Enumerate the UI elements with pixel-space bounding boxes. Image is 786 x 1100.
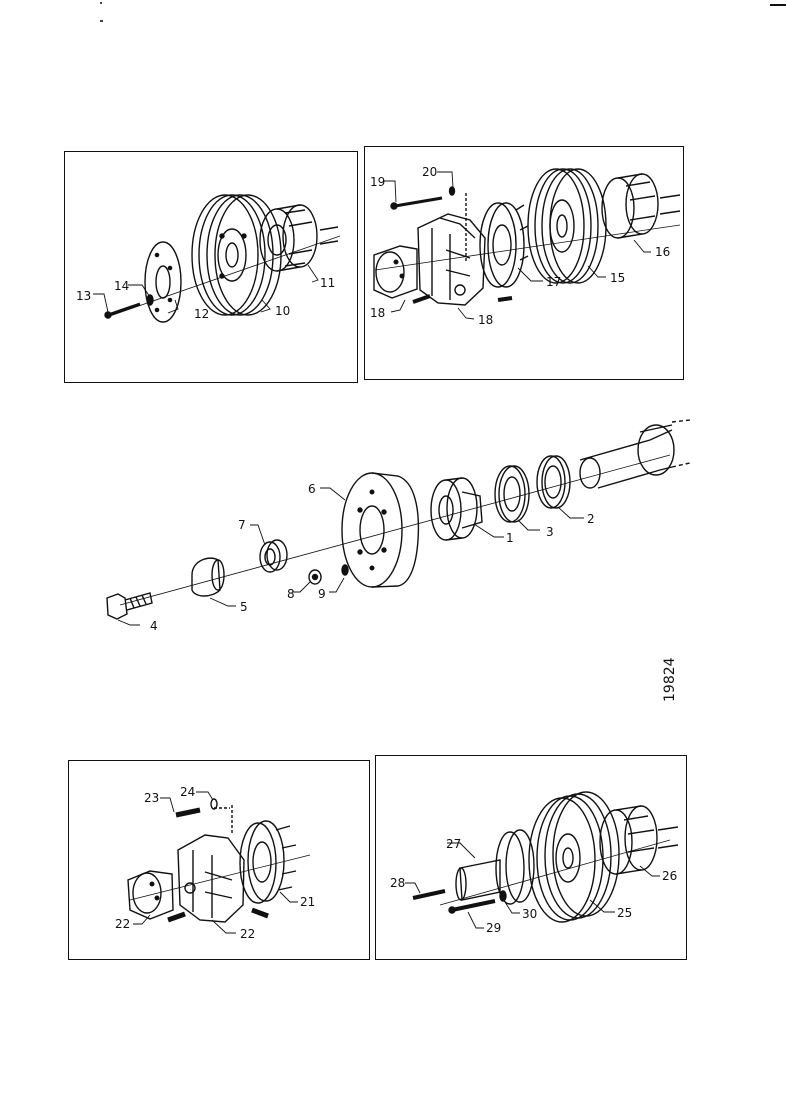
callout-28: 28 — [390, 876, 406, 890]
callout-13: 13 — [76, 289, 92, 303]
callout-25: 25 — [617, 906, 633, 920]
figure-number: 19824 — [662, 657, 678, 702]
pulley-assembly-bottom-right — [412, 791, 679, 923]
detail-panel-bottom-right — [375, 755, 687, 960]
scan-speck — [100, 20, 103, 22]
callout-4: 4 — [150, 619, 158, 633]
callout-30: 30 — [522, 907, 538, 921]
callout-10: 10 — [275, 304, 291, 318]
corner-mark — [770, 4, 786, 6]
callout-7: 7 — [238, 518, 246, 532]
callout-29: 29 — [486, 921, 502, 935]
callout-20: 20 — [422, 165, 438, 179]
coupling-assembly-top-right — [373, 168, 681, 306]
callout-1: 1 — [506, 531, 514, 545]
callout-26: 26 — [662, 869, 678, 883]
callout-19: 19 — [370, 175, 386, 189]
callout-21: 21 — [300, 895, 316, 909]
pulley-assembly-top-left — [104, 194, 341, 323]
callout-27: 27 — [446, 837, 462, 851]
coupling-assembly-bottom-left — [127, 798, 311, 923]
callout-24: 24 — [180, 785, 196, 799]
callout-9: 9 — [318, 587, 326, 601]
callout-23: 23 — [144, 791, 160, 805]
callout-8: 8 — [287, 587, 295, 601]
callout-18-left: 18 — [370, 306, 386, 320]
main-pulley-assembly — [106, 419, 691, 620]
callout-22-right: 22 — [240, 927, 256, 941]
scan-speck — [100, 2, 102, 4]
callout-11: 11 — [320, 276, 336, 290]
callout-16: 16 — [655, 245, 671, 259]
callout-3: 3 — [546, 525, 554, 539]
callout-18-right: 18 — [478, 313, 494, 327]
callout-15: 15 — [610, 271, 626, 285]
callout-22-left: 22 — [115, 917, 131, 931]
callout-2: 2 — [587, 512, 595, 526]
callout-14: 14 — [114, 279, 130, 293]
callout-17: 17 — [546, 275, 562, 289]
callout-6: 6 — [308, 482, 316, 496]
callout-12: 12 — [194, 307, 210, 321]
callout-5: 5 — [240, 600, 248, 614]
